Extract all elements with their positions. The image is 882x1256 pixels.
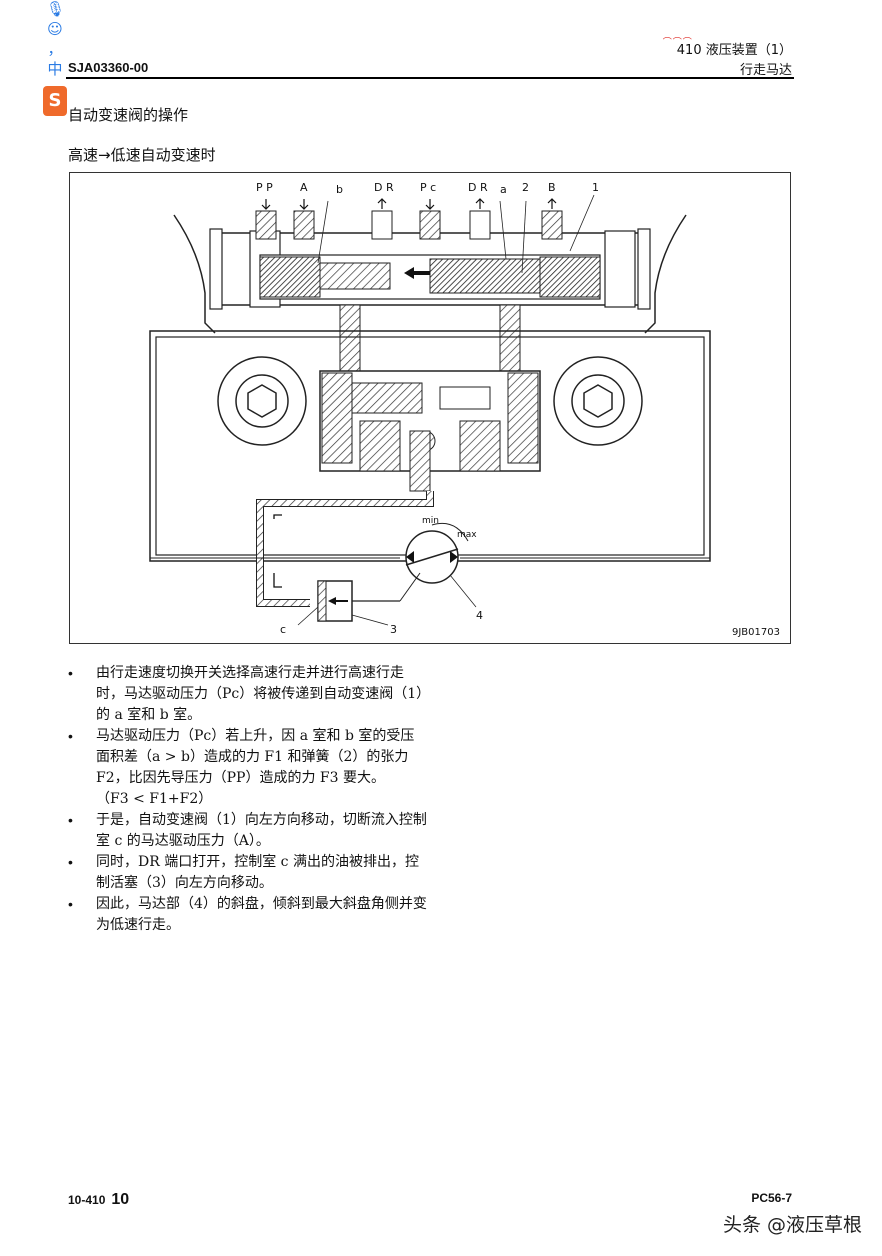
label-a-chamber: a bbox=[500, 183, 507, 196]
bullet-item: 马达驱动压力（Pc）若上升，因 a 室和 b 室的受压面积差（a > b）造成的… bbox=[68, 726, 428, 789]
swash-min-label: min bbox=[422, 516, 439, 526]
callout-4: 4 bbox=[476, 609, 483, 622]
formula-line: （F3 < F1+F2） bbox=[96, 791, 213, 807]
port-label-dr1: D R bbox=[374, 181, 394, 194]
page-number-value: 10 bbox=[111, 1191, 130, 1208]
comma-icon[interactable]: ， bbox=[47, 40, 63, 58]
bullet-item: 于是，自动变速阀（1）向左方向移动，切断流入控制室 c 的马达驱动压力（A）。 bbox=[68, 810, 428, 852]
page-header-right: ⌒⌒⌒ 410 液压装置（1） 行走马达 bbox=[663, 38, 792, 81]
section-title: 410 液压装置（1） bbox=[676, 43, 792, 58]
subsection-title: 行走马达 bbox=[739, 63, 792, 78]
port-label-pp: P P bbox=[256, 181, 273, 194]
diagram-svg: P P A b D R P c D R a 2 B 1 c 3 4 min ma… bbox=[149, 181, 780, 638]
page-number: 10-410 10 bbox=[68, 1191, 129, 1209]
label-b: b bbox=[336, 183, 343, 196]
bullet-list: 由行走速度切换开关选择高速行走并进行高速行走时，马达驱动压力（Pc）将被传递到自… bbox=[68, 663, 428, 936]
document-id: SJA03360-00 bbox=[68, 60, 149, 75]
port-label-a: A bbox=[300, 181, 308, 194]
subsection-heading: 高速→低速自动变速时 bbox=[68, 146, 216, 164]
port-label-dr2: D R bbox=[468, 181, 488, 194]
watermark: 头条 @液压草根 bbox=[722, 1214, 862, 1236]
callout-3: 3 bbox=[390, 623, 397, 636]
input-toolbar: 🎙 ☺ ， 中 S bbox=[42, 0, 68, 120]
chinese-input-icon[interactable]: 中 bbox=[47, 60, 63, 78]
port-label-b: B bbox=[548, 181, 556, 194]
port-label-pc: P c bbox=[420, 181, 436, 194]
bullet-item: 同时，DR 端口打开，控制室 c 满出的油被排出，控制活塞（3）向左方向移动。 bbox=[68, 852, 428, 894]
model-number: PC56-7 bbox=[751, 1191, 792, 1205]
page-prefix: 10-410 bbox=[68, 1193, 106, 1207]
header-rule bbox=[66, 77, 794, 79]
callout-1: 1 bbox=[592, 181, 599, 194]
smiley-icon[interactable]: ☺ bbox=[47, 20, 63, 38]
red-stamp-mark: ⌒⌒⌒ bbox=[662, 38, 693, 48]
callout-c: c bbox=[280, 623, 286, 636]
microphone-icon[interactable]: 🎙 bbox=[46, 0, 66, 18]
sogou-logo-icon[interactable]: S bbox=[43, 86, 67, 116]
section-heading: 自动变速阀的操作 bbox=[68, 106, 189, 124]
bullet-item: 由行走速度切换开关选择高速行走并进行高速行走时，马达驱动压力（Pc）将被传递到自… bbox=[68, 663, 428, 726]
figure-code: 9JB01703 bbox=[732, 627, 780, 638]
swash-max-label: max bbox=[457, 530, 477, 540]
hydraulic-diagram: P P A b D R P c D R a 2 B 1 c 3 4 min ma… bbox=[69, 172, 791, 644]
callout-2: 2 bbox=[522, 181, 529, 194]
bullet-item: 因此，马达部（4）的斜盘，倾斜到最大斜盘角侧并变为低速行走。 bbox=[68, 894, 428, 936]
